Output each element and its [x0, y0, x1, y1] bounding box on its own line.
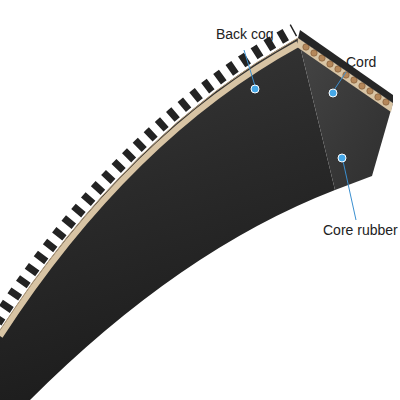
- cord-layer: [0, 44, 298, 336]
- cord-strands: [303, 44, 389, 105]
- end-face-cord-band: [297, 38, 393, 112]
- belt-end-face: [298, 38, 393, 190]
- leader-dot: [338, 154, 346, 162]
- belt-side: [0, 38, 335, 400]
- leader-line: [244, 50, 255, 86]
- leader-dot: [251, 85, 259, 93]
- part-label: Back cog: [216, 26, 274, 42]
- cord-layer-edge: [0, 38, 298, 330]
- part-label: Cord: [346, 54, 376, 70]
- leader-line: [343, 161, 356, 220]
- leader-line: [334, 72, 346, 90]
- part-label: Core rubber: [323, 222, 398, 238]
- leader-dot: [329, 89, 337, 97]
- end-face-cog: [298, 30, 393, 103]
